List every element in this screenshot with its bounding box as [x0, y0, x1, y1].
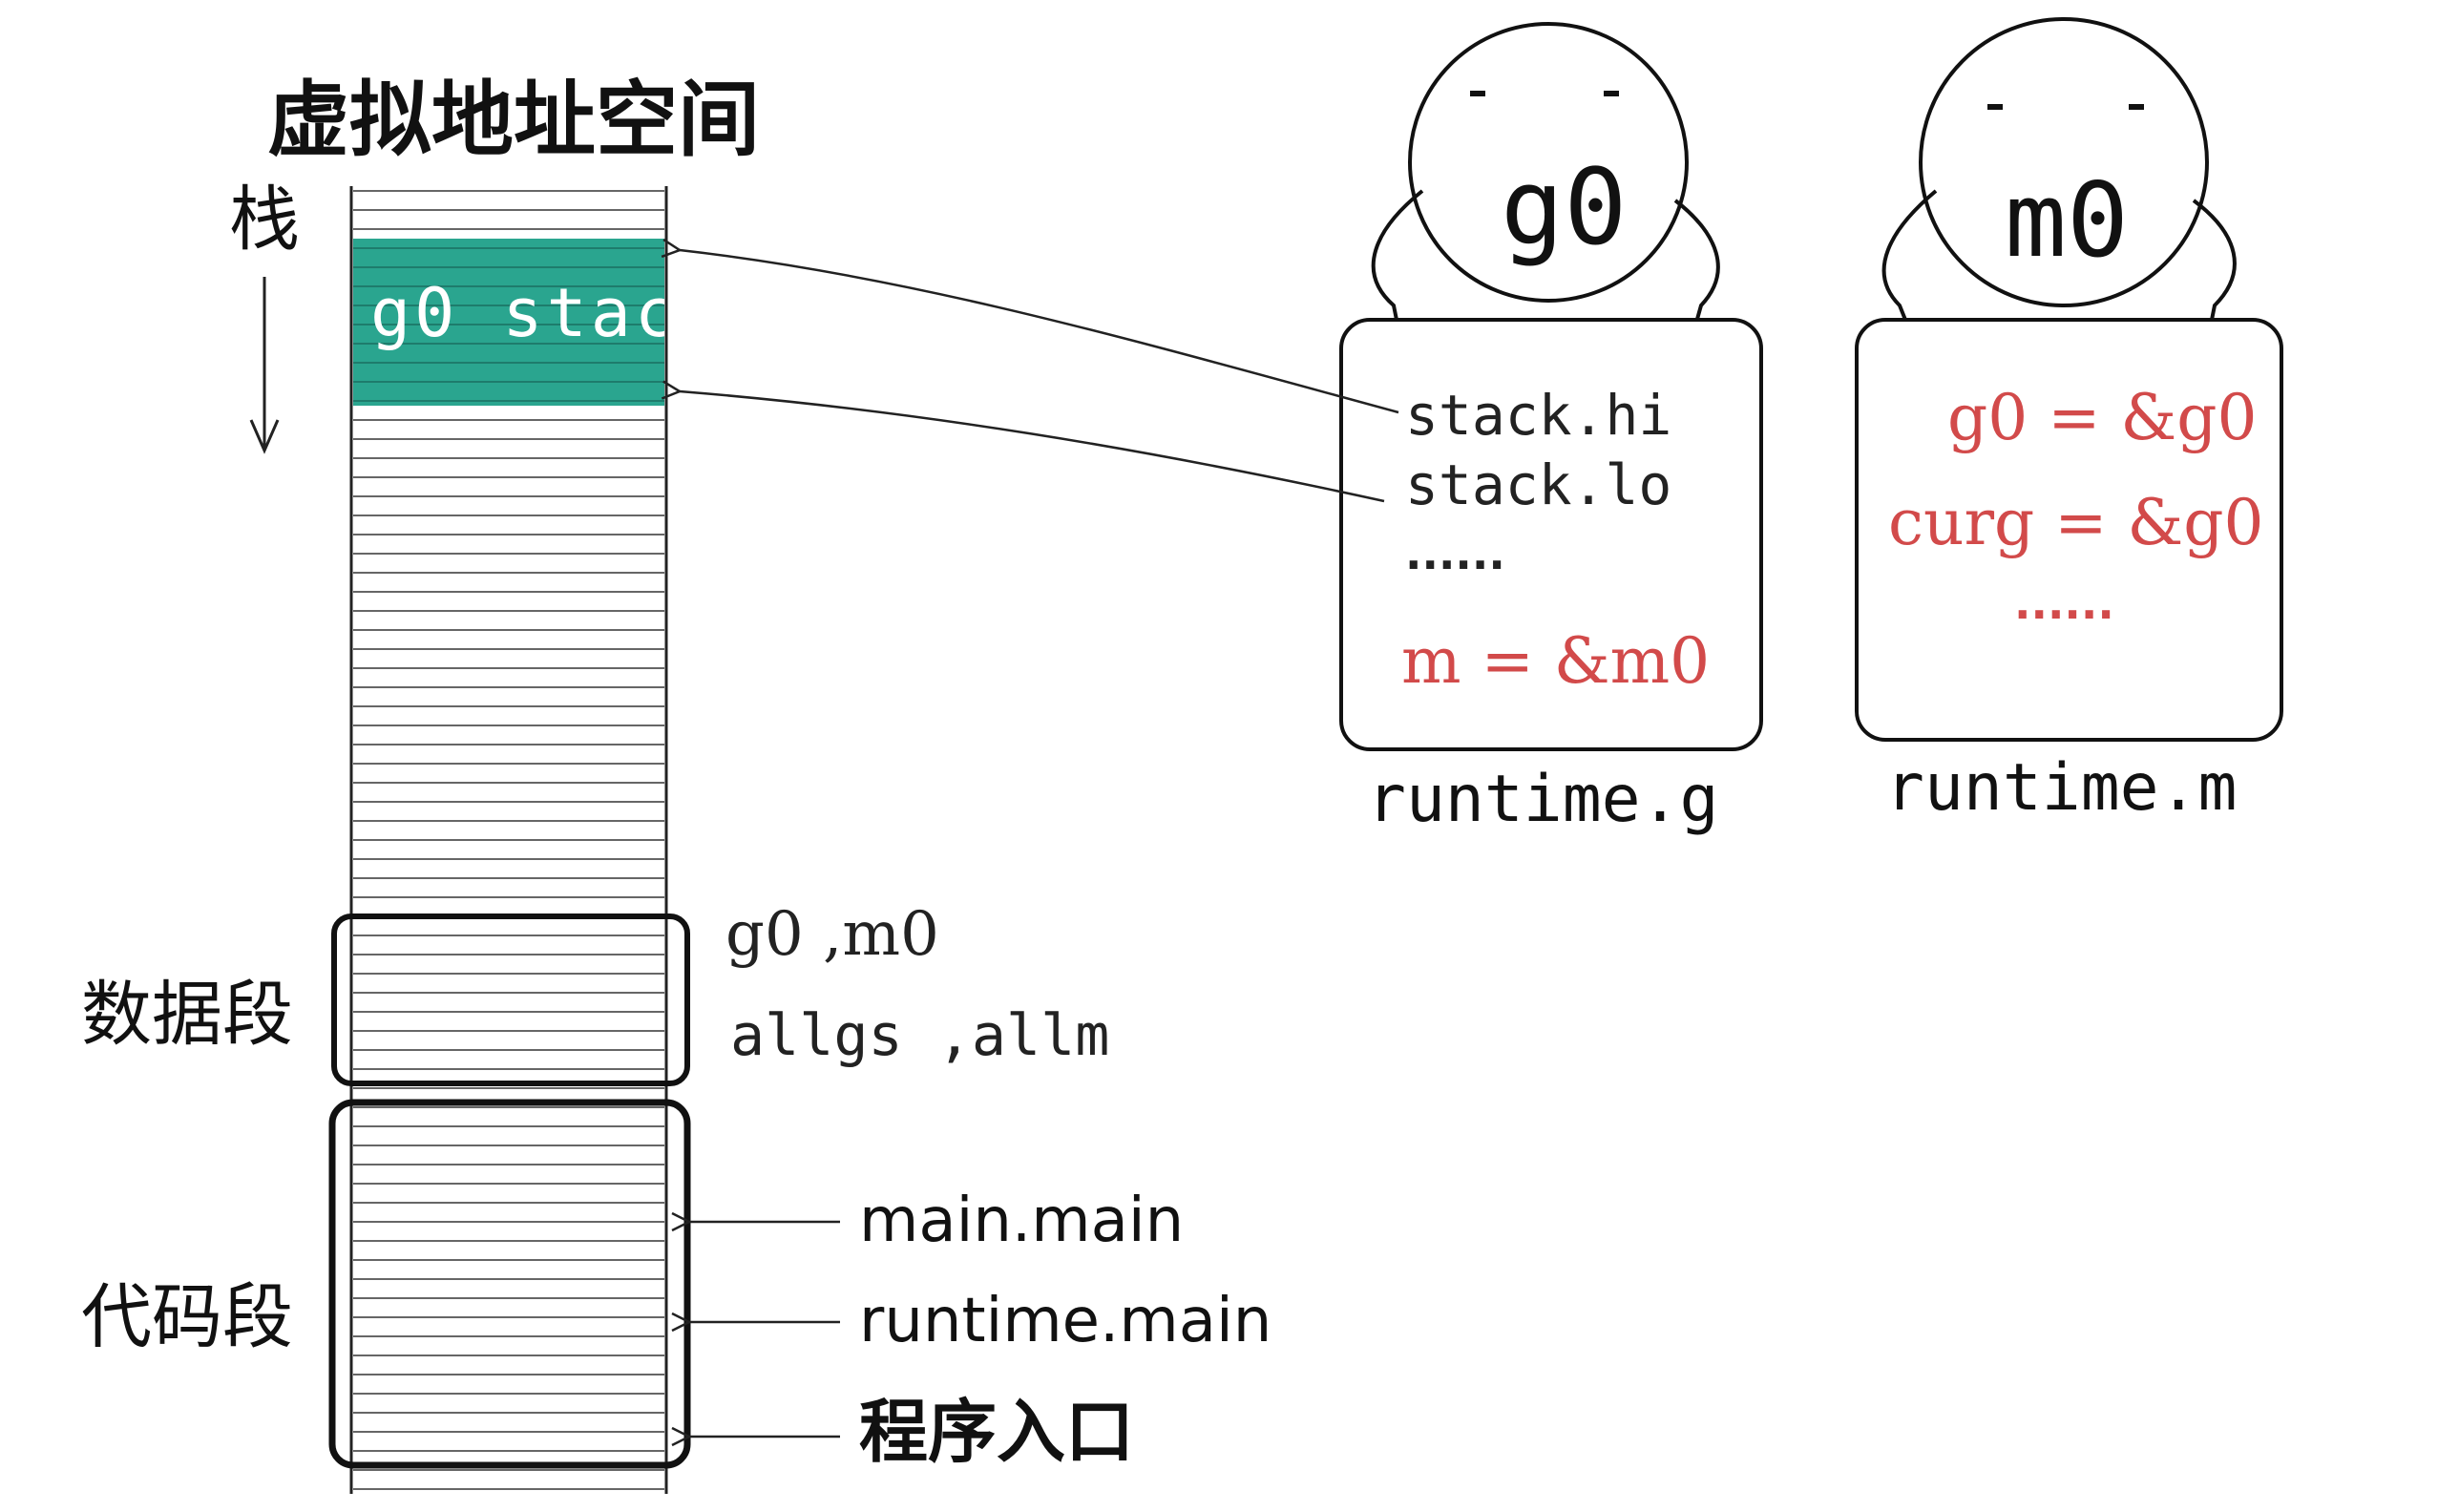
main-main-label: main.main	[859, 1186, 1184, 1256]
g0-arm-left	[1371, 189, 1424, 330]
m0-field-g0: g0 = &g0	[1947, 381, 2258, 454]
g0-stack-block	[353, 239, 664, 406]
code-segment-box	[328, 1099, 691, 1469]
g0-field-m: m = &m0	[1401, 624, 1710, 698]
code-segment-label: 代码段	[81, 1276, 293, 1358]
stack-growth-arrowhead	[249, 419, 280, 454]
diagram-title: 虚拟地址空间	[267, 73, 760, 168]
data-segment-label: 数据段	[81, 974, 293, 1056]
runtime-main-label: runtime.main	[859, 1286, 1272, 1356]
g0-card	[1339, 318, 1763, 751]
data-segment-box	[331, 914, 690, 1086]
m0-field-ellipsis: ......	[2014, 578, 2114, 629]
m0-arm-left	[1881, 189, 1938, 330]
g0-field-stack-lo: stack.lo	[1405, 452, 1671, 517]
g0-stack-label: g0 stack	[370, 274, 723, 352]
stack-hi-pointer-arrow	[680, 250, 1399, 414]
g0-face-label: g0	[1501, 146, 1627, 268]
g0-field-stack-hi: stack.hi	[1405, 383, 1671, 448]
m0-type-label: runtime.m	[1885, 750, 2237, 826]
program-entry-label: 程序入口	[859, 1392, 1134, 1472]
m0-head	[1919, 17, 2209, 307]
m0-card	[1855, 318, 2283, 742]
code-pointers: main.main runtime.main 程序入口	[689, 1186, 1272, 1472]
g0-type-label: runtime.g	[1367, 762, 1718, 837]
g0-arm-right	[1673, 199, 1720, 330]
stack-lo-pointer-arrow	[680, 391, 1385, 503]
m0-arm-right	[2192, 199, 2237, 330]
data-segment-line1: g0 ,m0	[725, 899, 939, 970]
g0-stack-stripes	[353, 247, 664, 402]
m0-field-curg: curg = &g0	[1888, 486, 2264, 559]
m0-face-label: m0	[2005, 161, 2129, 281]
g0-figure: g0 stack.hi stack.lo ...... m = &m0 runt…	[1339, 22, 1763, 837]
data-segment-line2: allgs ,allm	[730, 1002, 1109, 1069]
m0-figure: m0 g0 = &g0 curg = &g0 ...... runtime.m	[1855, 17, 2283, 826]
stack-label: 栈	[229, 178, 300, 261]
g0-field-ellipsis: ......	[1405, 528, 1505, 579]
